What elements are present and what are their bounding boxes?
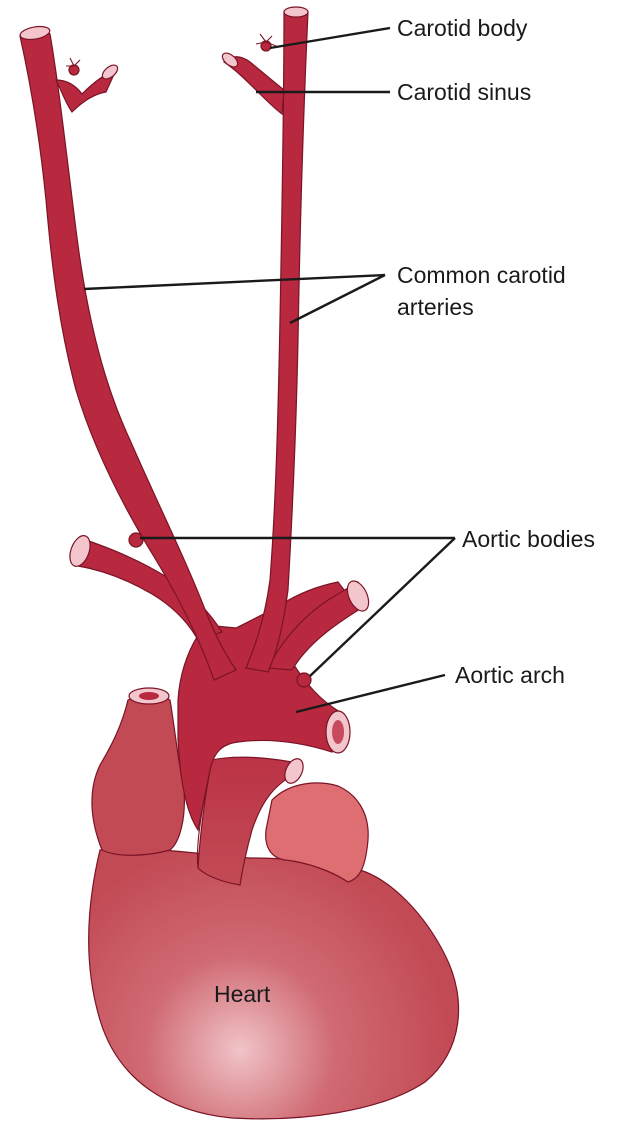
label-common-carotid-line2: arteries [397, 294, 474, 320]
heart-body [89, 849, 459, 1119]
label-aortic-bodies: Aortic bodies [462, 526, 595, 552]
label-carotid-body: Carotid body [397, 15, 528, 41]
leader-aortic-arch [296, 675, 445, 712]
superior-vena-cava-inner [139, 692, 159, 700]
aortic-body-left [297, 673, 311, 687]
label-carotid-sinus: Carotid sinus [397, 79, 531, 105]
label-aortic-arch: Aortic arch [455, 662, 565, 688]
right-atrium [92, 696, 184, 855]
common-carotid-artery-left [20, 30, 236, 680]
leader-common-carotid-right [290, 275, 385, 323]
label-heart: Heart [214, 981, 271, 1007]
descending-aorta-inner [332, 720, 344, 744]
leader-common-carotid-left [84, 275, 385, 289]
label-common-carotid-line1: Common carotid [397, 262, 566, 288]
carotid-body-left-branches [66, 58, 80, 66]
right-carotid-top-opening [284, 7, 308, 17]
